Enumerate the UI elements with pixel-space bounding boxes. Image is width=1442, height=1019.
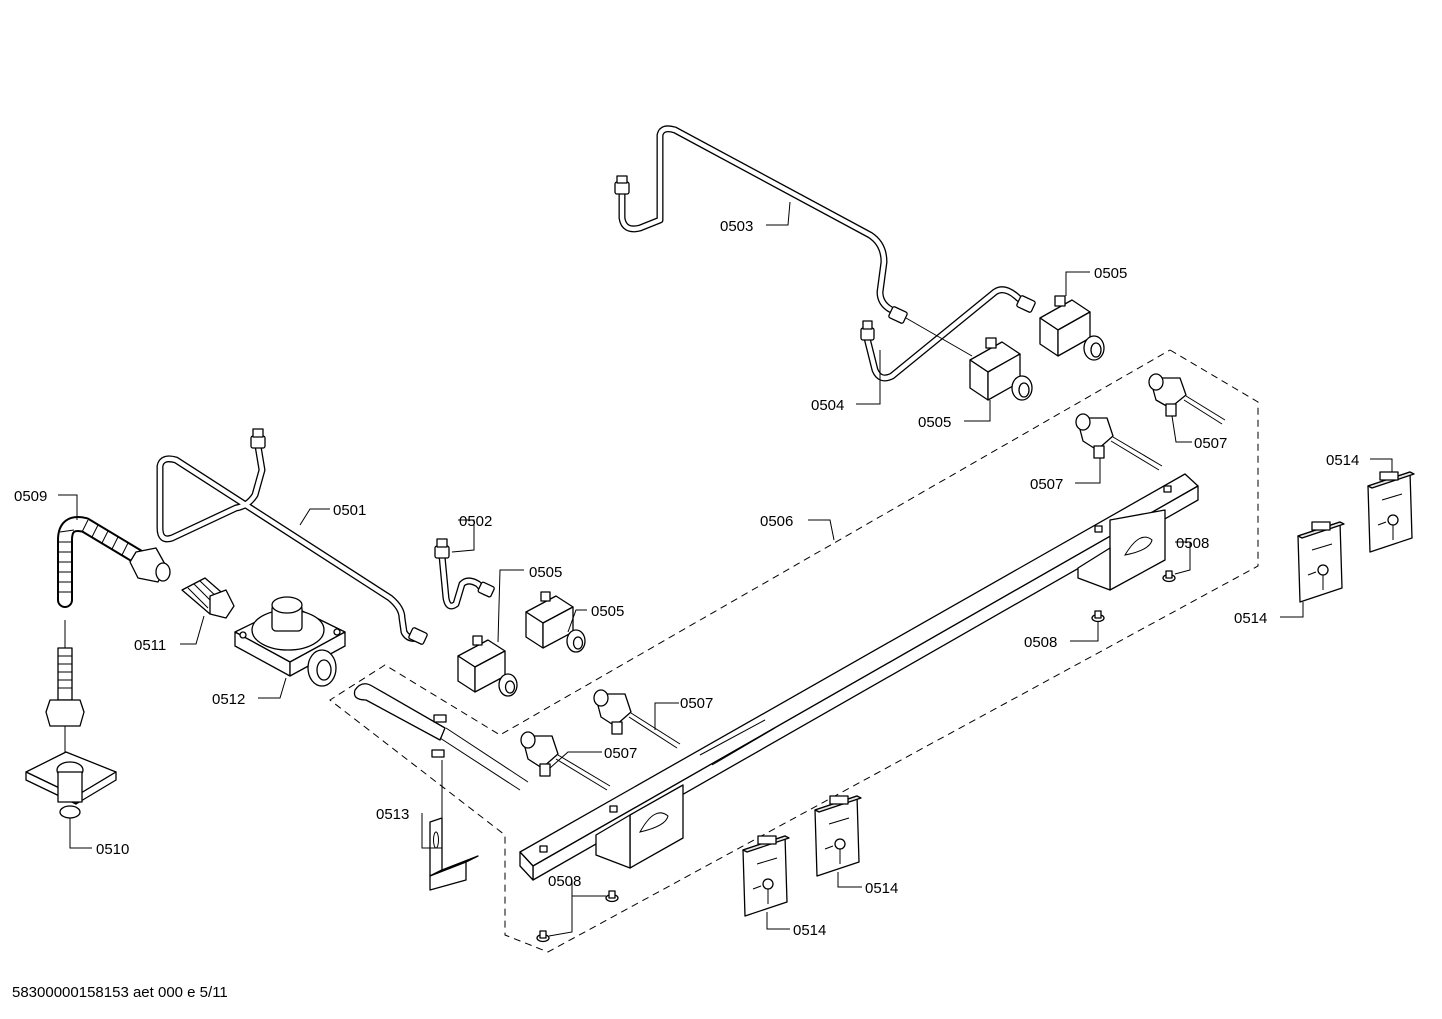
callout-0514-bottom-1: 0514 [865, 880, 898, 897]
callout-0507-left-b: 0507 [604, 745, 637, 762]
gas-valve-left-b [525, 591, 586, 653]
callout-0513: 0513 [376, 806, 409, 823]
gas-valve-top-right [1039, 295, 1105, 361]
drawing-number: 58300000158153 aet 000 e 5/11 [12, 984, 228, 1001]
callout-0508-right: 0508 [1176, 535, 1209, 552]
gas-pipe-0501 [156, 428, 428, 645]
callout-0508-middle: 0508 [1024, 634, 1057, 651]
screw-bottom-a [605, 890, 619, 903]
callout-0505-middle: 0505 [918, 414, 951, 431]
callout-0511: 0511 [134, 637, 166, 654]
callout-0506: 0506 [760, 513, 793, 530]
callout-0505-left-a: 0505 [529, 564, 562, 581]
leader-lines [58, 201, 1393, 937]
callout-0504: 0504 [811, 397, 844, 414]
manifold-rail [519, 473, 1199, 881]
gas-pipe-0504 [860, 286, 1036, 382]
callout-0509: 0509 [14, 488, 47, 505]
igniter-right-b [1075, 413, 1163, 471]
callout-0508-bottom: 0508 [548, 873, 581, 890]
tube-0513 [353, 683, 529, 791]
screw-bottom-b [536, 930, 550, 943]
callout-0507-left-a: 0507 [680, 695, 713, 712]
screw-middle [1091, 610, 1105, 623]
gas-valve-left-a [457, 635, 518, 697]
control-board-r2 [1297, 521, 1345, 603]
callout-0503: 0503 [720, 218, 753, 235]
igniter-left-a [593, 689, 681, 749]
callout-0501: 0501 [333, 502, 366, 519]
callout-0502: 0502 [459, 513, 492, 530]
callout-0514-right-2: 0514 [1234, 610, 1267, 627]
screw-right [1162, 570, 1176, 583]
callout-0507-top-right: 0507 [1194, 435, 1227, 452]
pressure-regulator-0512 [234, 596, 346, 687]
control-board-b2 [742, 835, 790, 917]
callout-0507-top-middle: 0507 [1030, 476, 1063, 493]
gas-pipe-0503 [614, 125, 908, 324]
gas-pipe-0502 [434, 538, 495, 610]
bracket-0513 [429, 817, 479, 891]
callout-0505-left-b: 0505 [591, 603, 624, 620]
fitting-0511 [181, 577, 235, 619]
callout-0510: 0510 [96, 841, 129, 858]
control-board-b1 [814, 795, 862, 877]
callout-0505-top: 0505 [1094, 265, 1127, 282]
callout-labels: 0509 0511 0512 0510 0513 0501 0502 0505 … [14, 218, 1359, 939]
callout-0514-right-1: 0514 [1326, 452, 1359, 469]
gas-valve-top-middle [969, 337, 1033, 401]
igniter-left-b [520, 731, 611, 791]
assembly-outline [329, 349, 1259, 953]
control-board-r1 [1367, 471, 1415, 553]
callout-0514-bottom-2: 0514 [793, 922, 826, 939]
flex-hose-0509 [57, 516, 171, 608]
hose-connector-0510 [25, 620, 117, 819]
callout-0512: 0512 [212, 691, 245, 708]
igniter-right-a [1148, 373, 1226, 425]
